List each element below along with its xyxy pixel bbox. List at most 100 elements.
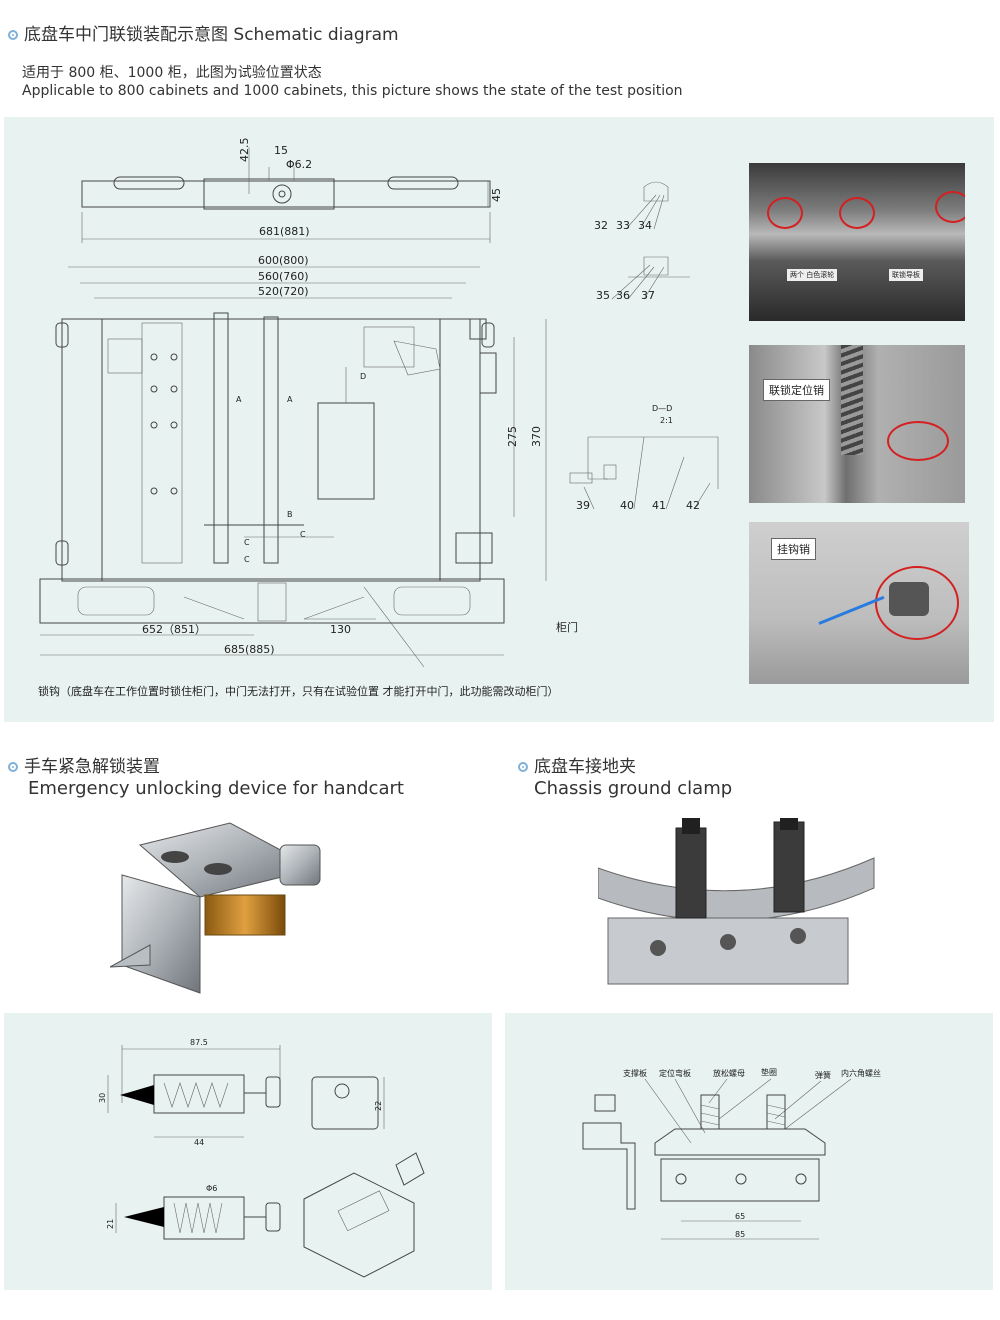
chassis-base [39, 578, 505, 624]
clamp-label-spring: 弹簧 [815, 1070, 831, 1080]
dim-65: 65 [735, 1212, 745, 1221]
part-32: 32 [594, 219, 608, 232]
dim-275: 275 [506, 426, 519, 447]
clamp-label-nut: 放松螺母 [713, 1068, 745, 1078]
dim-44: 44 [194, 1138, 204, 1147]
dim-22: 22 [374, 1101, 383, 1111]
bullet-icon [8, 762, 18, 772]
right-handle [387, 176, 459, 190]
dd-section [587, 436, 719, 489]
vertical-rod-right [263, 316, 279, 564]
dim-685: 685(885) [224, 643, 275, 656]
section2-title-en: Emergency unlocking device for handcart [28, 778, 404, 799]
dim-600: 600(800) [258, 254, 309, 267]
bolt-left [700, 1094, 720, 1130]
clamp-label-bend-plate: 定位弯板 [659, 1068, 691, 1078]
red-circle-3 [935, 191, 965, 223]
dim-42-5: 42.5 [238, 138, 251, 163]
dim-87-5: 87.5 [190, 1038, 208, 1047]
dim-681: 681(881) [259, 225, 310, 238]
section2-heading: 手车紧急解锁装置 [8, 756, 160, 778]
dim-21: 21 [106, 1219, 115, 1229]
top-bar-outline [81, 180, 491, 208]
bullet-icon [8, 30, 18, 40]
cone-tip [120, 1085, 154, 1105]
red-circle-1 [767, 197, 803, 229]
photo-interlock-rollers: 两个 白色滚轮 联锁导板 [749, 163, 965, 321]
label-c1: C [244, 538, 250, 547]
schematic-note: 锁钩（底盘车在工作位置时锁住柜门，中门无法打开，只有在试验位置 才能打开中门，此… [38, 685, 559, 698]
side-nut [594, 1094, 616, 1112]
label-b: B [287, 510, 293, 519]
label-door: 柜门 [556, 620, 578, 634]
section1-heading: 底盘车中门联锁装配示意图 Schematic diagram [8, 24, 399, 46]
dim-560: 560(760) [258, 270, 309, 283]
side-bracket [582, 1122, 636, 1210]
left-plate [141, 322, 183, 564]
part-39: 39 [576, 499, 590, 512]
dim-652: 652（851） [142, 623, 206, 636]
top-pin-center [278, 190, 286, 198]
label-d: D [360, 372, 366, 381]
label-c3: C [300, 530, 306, 539]
end-view [311, 1076, 379, 1130]
dd-title: D—D [652, 404, 672, 413]
section3-heading: 底盘车接地夹 [518, 756, 636, 778]
clamp-top-plate [654, 1128, 826, 1156]
photo2-label: 联锁定位销 [763, 379, 830, 401]
lock-box [317, 402, 375, 500]
hook-shape [889, 582, 929, 616]
bullet-icon [518, 762, 528, 772]
section1-title: 底盘车中门联锁装配示意图 Schematic diagram [24, 25, 399, 45]
part-34: 34 [638, 219, 652, 232]
detail-b-shape [628, 256, 690, 278]
part-35: 35 [596, 289, 610, 302]
vertical-rod-left [213, 312, 229, 564]
clamp-label-hex-screw: 内六角螺丝 [841, 1068, 881, 1078]
unlock-drawing: 87.5 30 44 22 Φ6 21 [98, 1038, 425, 1278]
label-a1: A [236, 395, 242, 404]
part-33: 33 [616, 219, 630, 232]
dim-phi6: Φ6 [206, 1184, 217, 1193]
iso-view-bracket [303, 1172, 415, 1278]
unlock-drawing-panel: 87.5 30 44 22 Φ6 21 [4, 1013, 492, 1290]
label-c2: C [244, 555, 250, 564]
part-40: 40 [620, 499, 634, 512]
dim-85: 85 [735, 1230, 745, 1239]
dim-45: 45 [490, 188, 503, 202]
red-circle-hook [875, 566, 959, 640]
dim-370: 370 [530, 426, 543, 447]
clamp-drawing-panel: 支撑板 定位弯板 放松螺母 垫圈 弹簧 内六角螺丝 65 85 [505, 1013, 993, 1290]
section1-subtitle-cn: 适用于 800 柜、1000 柜，此图为试验位置状态 [22, 65, 322, 81]
part-37: 37 [641, 289, 655, 302]
dim-phi6-2: Φ6.2 [286, 158, 312, 171]
clamp-label-washer: 垫圈 [761, 1067, 777, 1077]
section3-title-en: Chassis ground clamp [534, 778, 733, 799]
left-handle [113, 176, 185, 190]
part-36: 36 [616, 289, 630, 302]
detail-a-shape [643, 181, 669, 202]
section3-title-cn: 底盘车接地夹 [534, 757, 636, 777]
right-side-frame [439, 318, 481, 582]
dim-130: 130 [330, 623, 351, 636]
schematic-drawing: 681(881) 42.5 15 Φ6.2 45 600(800) 560(76… [39, 138, 719, 668]
bolt-right [766, 1094, 786, 1130]
blue-arrow-icon [818, 595, 885, 625]
ground-clamp-render [598, 818, 875, 985]
photo-hook-pin: 挂钩销 [749, 522, 969, 684]
screw-rod [841, 345, 863, 455]
photo3-label: 挂钩销 [771, 538, 816, 560]
section1-subtitle-en: Applicable to 800 cabinets and 1000 cabi… [22, 83, 683, 99]
part-42: 42 [686, 499, 700, 512]
left-side-frame [61, 318, 103, 582]
top-pin-circle [272, 184, 292, 204]
clamp-drawing: 支撑板 定位弯板 放松螺母 垫圈 弹簧 内六角螺丝 65 85 [582, 1067, 881, 1240]
photo-interlock-pin: 联锁定位销 [749, 345, 965, 503]
top-mechanism [203, 178, 335, 210]
clamp-base-plate [660, 1158, 820, 1202]
section2-title-cn: 手车紧急解锁装置 [24, 757, 160, 777]
schematic-panel: 681(881) 42.5 15 Φ6.2 45 600(800) 560(76… [4, 117, 994, 722]
photo1-label-rollers: 两个 白色滚轮 [787, 269, 838, 281]
dim-15: 15 [274, 144, 288, 157]
